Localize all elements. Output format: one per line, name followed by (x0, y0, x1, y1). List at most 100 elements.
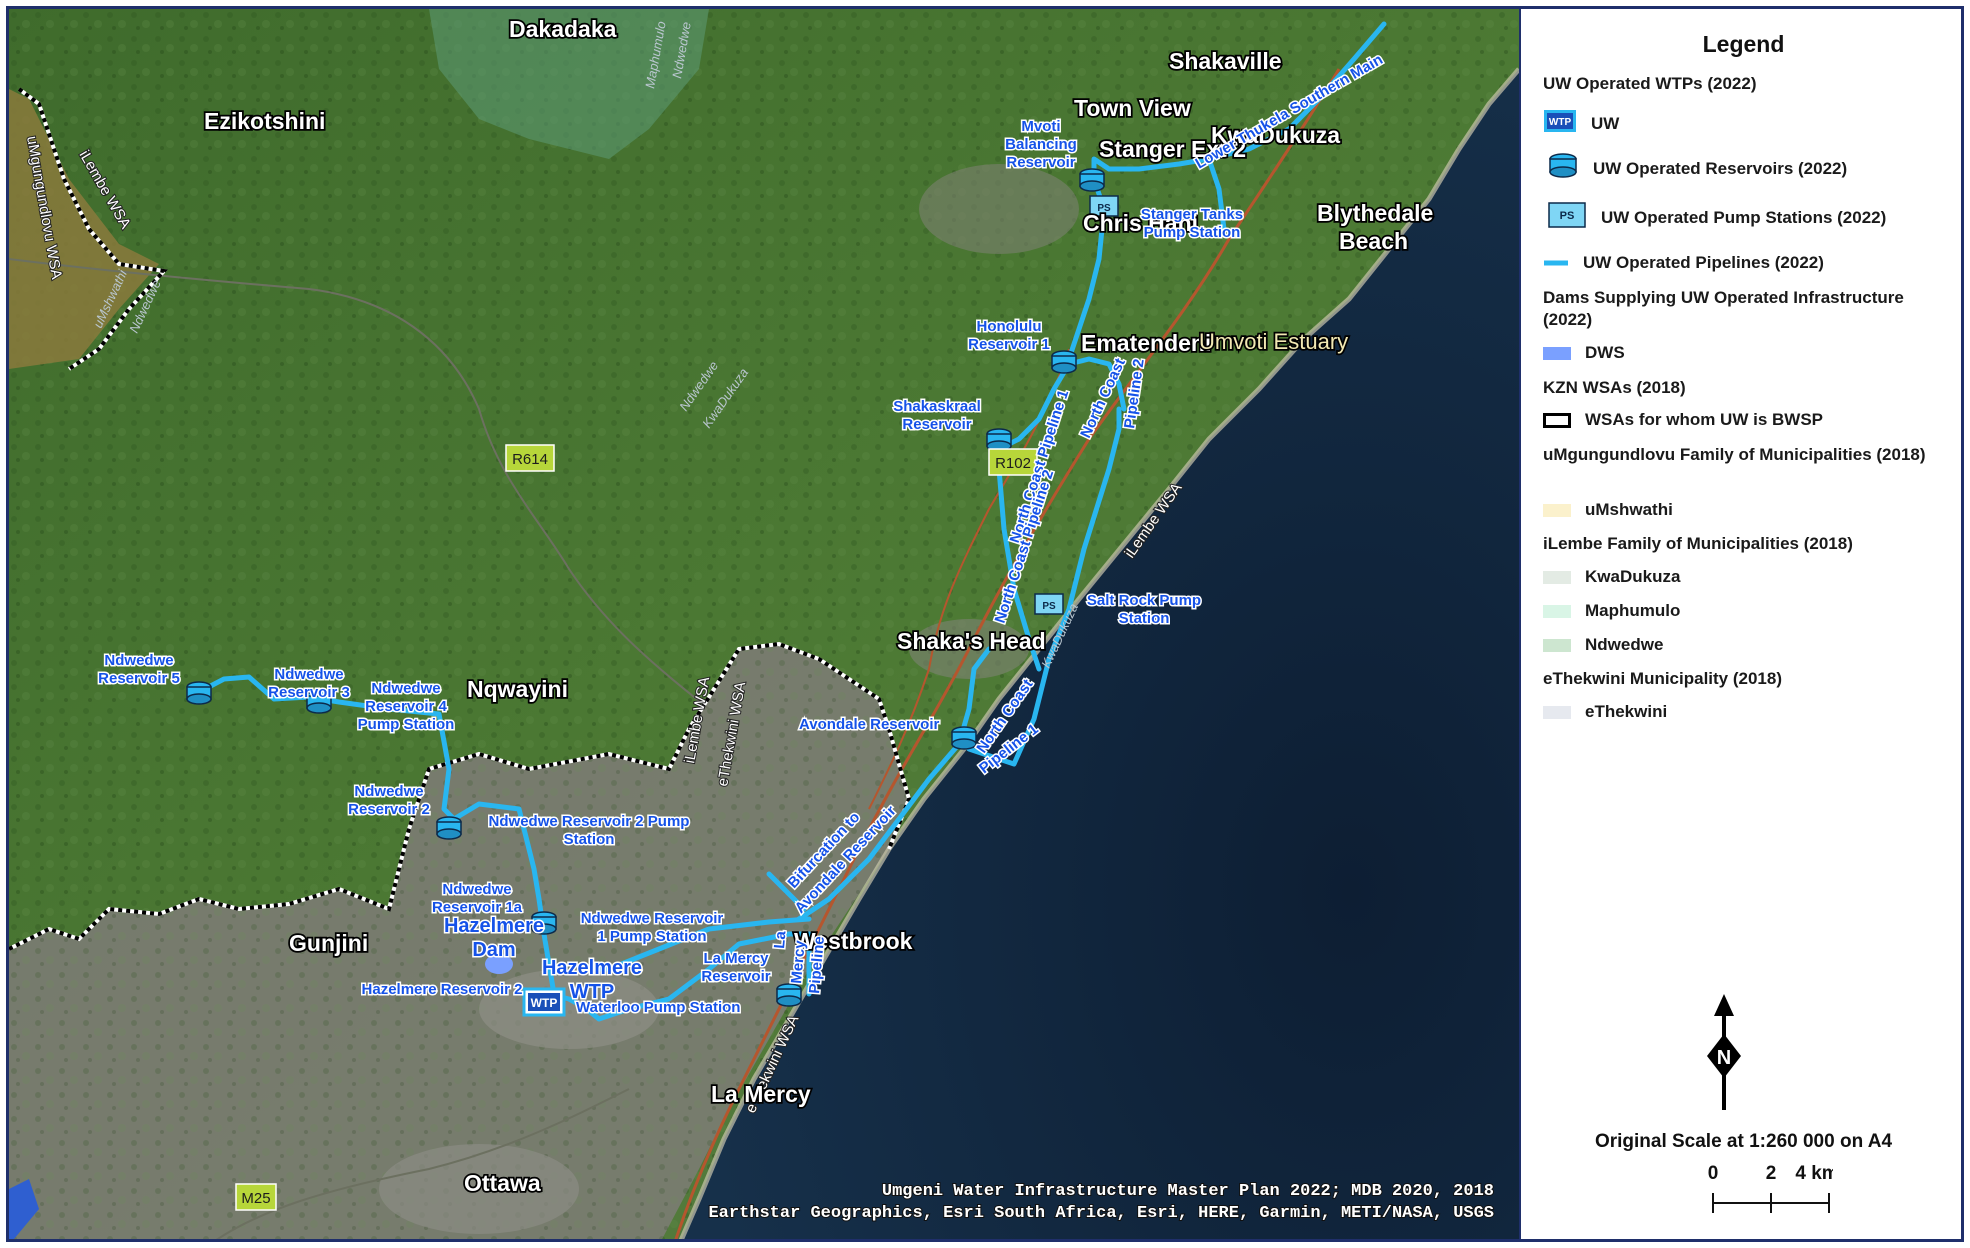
pipeline-ndwedwe1[interactable] (581, 916, 812, 972)
reservoir-shakaskraal[interactable] (986, 428, 1012, 452)
legend-item-ndwedwe: Ndwedwe (1543, 635, 1663, 655)
svg-text:1 Pump Station: 1 Pump Station (597, 928, 706, 945)
umshwathi-swatch (1543, 503, 1571, 517)
label-stanger-tanks: Stanger Tanks Pump Station (1139, 205, 1244, 243)
legend-item-umshwathi: uMshwathi (1543, 500, 1673, 520)
legend-wtps-heading: UW Operated WTPs (2022) (1543, 74, 1757, 93)
bwsp-swatch (1543, 412, 1571, 428)
pipelines (196, 21, 1387, 1022)
label-shakaskraal: Shakaskraal Reservoir (892, 397, 983, 435)
label-ndwedwe-2: Ndwedwe Reservoir 2 (347, 782, 432, 820)
legend-title: Legend (1702, 31, 1785, 57)
legend-item-kwadukuza: KwaDukuza (1543, 567, 1680, 587)
scale-tick-0: 0 (1708, 1163, 1719, 1184)
reservoir-ndwedwe-5[interactable] (186, 681, 212, 705)
svg-text:Ndwedwe: Ndwedwe (274, 666, 343, 683)
legend-label-kwadukuza: KwaDukuza (1585, 567, 1681, 586)
place-blythedale: Blythedale (1317, 200, 1433, 226)
place-chris-hani: Chris Hani (1083, 210, 1198, 236)
place-dakadaka: Dakadaka (509, 16, 617, 42)
pipeline-stanger[interactable] (1206, 156, 1227, 232)
svg-text:Stanger Tanks: Stanger Tanks (1141, 206, 1243, 223)
legend-dams-heading: Dams Supplying UW Operated Infrastructur… (1543, 288, 1904, 329)
place-westbrook: Westbrook (794, 928, 913, 954)
place-stanger-ext: Stanger Ext 2 (1099, 136, 1246, 162)
svg-text:Ndwedwe: Ndwedwe (354, 783, 423, 800)
pipeline-waterloo[interactable] (546, 931, 812, 1022)
pipeline-ndwedwe[interactable] (196, 674, 557, 997)
lower-thukela-southern-main[interactable] (1066, 21, 1387, 362)
label-hazelmere-dam: Hazelmere Dam (442, 914, 545, 963)
legend-ethekwini-heading: eThekwini Municipality (2018) (1543, 669, 1783, 688)
pump-station-stanger-tanks[interactable]: PS (1089, 195, 1119, 217)
pipeline-bifurcation[interactable] (796, 741, 962, 922)
legend-label-ndwedwe: Ndwedwe (1585, 635, 1664, 654)
label-mvoti-balancing: Mvoti Balancing Reservoir (1004, 117, 1079, 173)
svg-text:Pump Station: Pump Station (358, 716, 455, 733)
reservoir-honolulu-1[interactable] (1051, 350, 1077, 374)
place-umvoti-estuary: Umvoti Estuary (1199, 329, 1348, 354)
label-la-mercy-reservoir: La Mercy Reservoir (700, 949, 772, 987)
reservoir-ndwedwe-3[interactable] (306, 690, 332, 714)
label-hazelmere-reservoir-2: Hazelmere Reservoir 2 (362, 981, 523, 998)
label-ndwedwe-3: Ndwedwe Reservoir 3 (267, 665, 352, 703)
svg-text:Shakaskraal: Shakaskraal (893, 398, 981, 415)
svg-text:WTP: WTP (1549, 117, 1572, 128)
reservoir-mvoti-balancing[interactable] (1079, 168, 1105, 192)
credit-line-2: Earthstar Geographics, Esri South Africa… (708, 1204, 1494, 1223)
maphumulo-swatch (1543, 604, 1571, 618)
reservoir-avondale[interactable] (951, 726, 977, 750)
label-ndwedwe-1-pump-station: Ndwedwe Reservoir 1 Pump Station (579, 909, 725, 947)
place-ematendeni: Ematendeni (1081, 330, 1211, 356)
svg-text:Reservoir: Reservoir (902, 416, 971, 433)
svg-text:Mvoti: Mvoti (1021, 118, 1060, 135)
svg-text:Hazelmere: Hazelmere (542, 957, 642, 979)
map-view[interactable]: PS PS WTP R614 R102 M25 Maphumulo Ndwedw… (9, 9, 1519, 1242)
svg-text:M25: M25 (241, 1190, 270, 1207)
road-shield-m25: M25 (235, 1183, 277, 1211)
hazelmere-dam-shape[interactable] (485, 954, 513, 974)
ethekwini-texture (9, 644, 909, 1239)
legend-item-reservoirs: UW Operated Reservoirs (2022) (1543, 152, 1847, 185)
credit-line-1: Umgeni Water Infrastructure Master Plan … (882, 1182, 1494, 1201)
place-nqwayini: Nqwayini (467, 676, 568, 702)
wtp-icon: WTP (1543, 109, 1577, 138)
place-ezikotshini: Ezikotshini (204, 108, 325, 134)
ndwedwe-swatch (1543, 638, 1571, 652)
place-ottawa: Ottawa (464, 1170, 541, 1196)
pipeline-icon (1543, 253, 1569, 273)
svg-text:Balancing: Balancing (1005, 136, 1077, 153)
road-shield-r614: R614 (505, 444, 555, 472)
legend-item-dws: DWS (1543, 343, 1625, 363)
highway-n2 (674, 68, 1341, 1239)
svg-text:WTP: WTP (570, 981, 614, 1003)
label-honolulu: Honolulu Reservoir 1 (967, 317, 1052, 355)
svg-text:Reservoir: Reservoir (701, 968, 770, 985)
map-canvas[interactable]: PS PS WTP R614 R102 M25 Maphumulo Ndwedw… (9, 9, 1519, 1242)
scale-tick-2: 4 km (1795, 1163, 1833, 1184)
svg-text:Ndwedwe Reservoir 2 Pump: Ndwedwe Reservoir 2 Pump (489, 813, 690, 830)
pump-station-salt-rock[interactable]: PS (1034, 593, 1064, 615)
svg-text:Station: Station (564, 831, 615, 848)
svg-text:Ndwedwe: Ndwedwe (104, 652, 173, 669)
reservoir-ndwedwe-2[interactable] (436, 816, 462, 840)
legend-ilembe-heading: iLembe Family of Municipalities (2018) (1543, 534, 1853, 553)
svg-text:R102: R102 (995, 455, 1031, 472)
label-ndwedwe-2-pump-station: Ndwedwe Reservoir 2 Pump Station (487, 812, 691, 850)
label-ndwedwe-4: Ndwedwe Reservoir 4 Pump Station (356, 679, 456, 735)
svg-text:PS: PS (1097, 203, 1111, 214)
legend-label-pipelines: UW Operated Pipelines (2022) (1583, 253, 1824, 272)
svg-text:Reservoir 3: Reservoir 3 (268, 684, 350, 701)
legend-item-ethekwini: eThekwini (1543, 702, 1667, 722)
pipeline-branch[interactable] (766, 871, 807, 912)
legend-item-pipelines: UW Operated Pipelines (2022) (1543, 253, 1824, 273)
label-waterloo: Waterloo Pump Station (576, 999, 740, 1016)
reservoir-ndwedwe-1a[interactable] (531, 911, 557, 935)
svg-text:Reservoir 4: Reservoir 4 (365, 698, 447, 715)
svg-text:WTP: WTP (531, 996, 558, 1010)
legend-label-wtp: UW (1591, 113, 1620, 133)
north-coast-pipeline-2[interactable] (966, 406, 1122, 767)
pump-stations: PS PS (1034, 195, 1119, 615)
wtp-hazelmere[interactable]: WTP (522, 987, 566, 1017)
reservoir-la-mercy[interactable] (776, 983, 802, 1007)
